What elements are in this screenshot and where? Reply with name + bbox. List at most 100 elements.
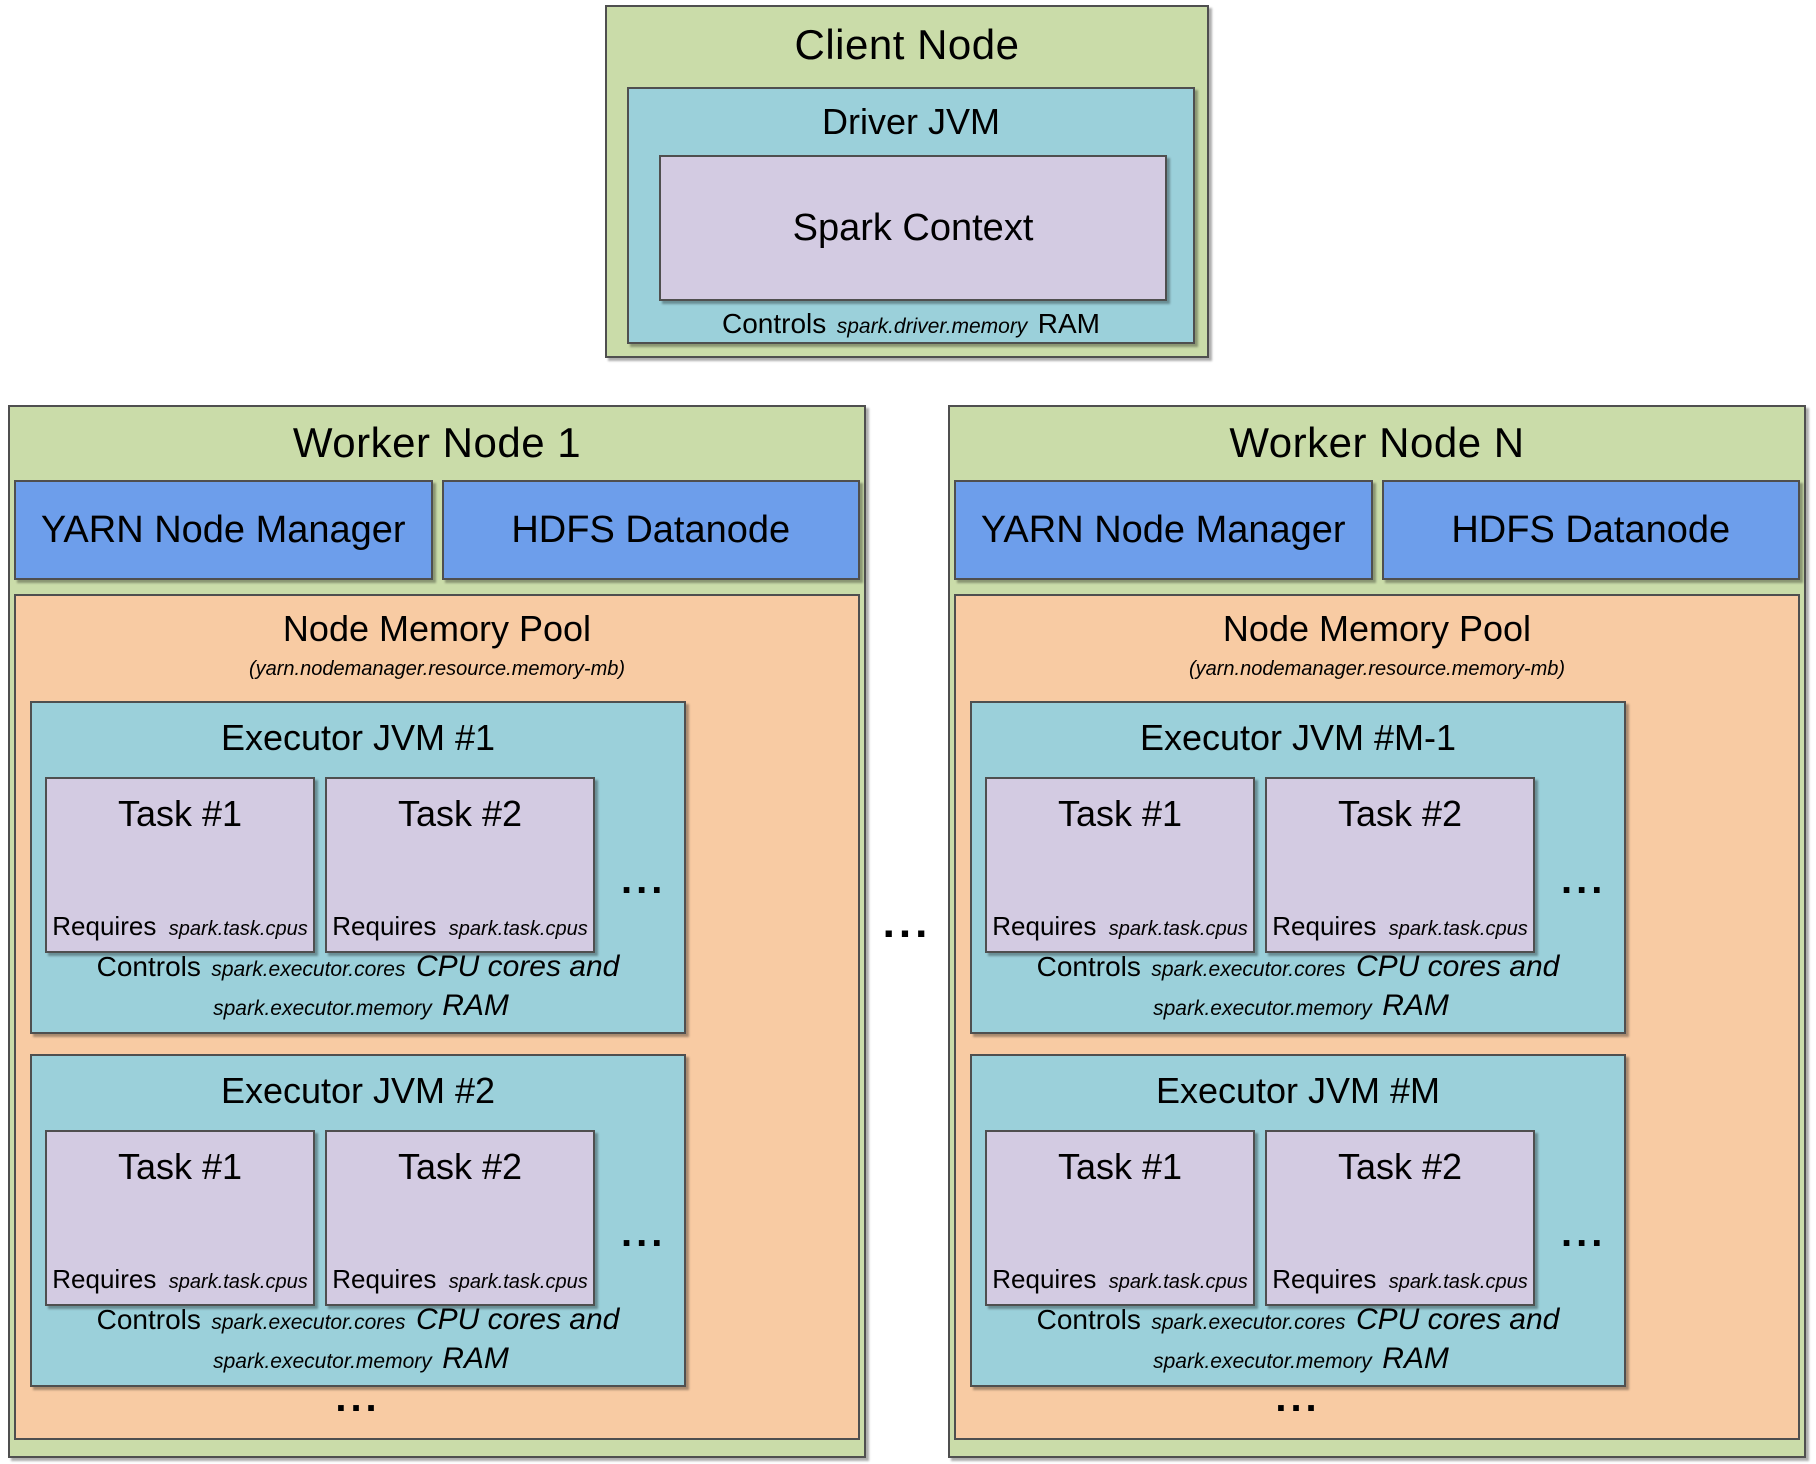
task-title: Task #1 bbox=[117, 1146, 243, 1187]
worker-node-n: Worker Node N YARN Node Manager HDFS Dat… bbox=[948, 405, 1806, 1458]
executor-memory-param: spark.executor.memory bbox=[1153, 997, 1372, 1021]
driver-controls-suffix: RAM bbox=[1037, 308, 1100, 339]
ram-text: RAM bbox=[442, 1342, 509, 1376]
requires-label: Requires bbox=[52, 911, 157, 941]
requires-label: Requires bbox=[332, 911, 437, 941]
executor-controls-note: Controls spark.executor.cores CPU cores … bbox=[972, 1300, 1624, 1379]
task: Task #2 Requires spark.task.cpus bbox=[1265, 777, 1535, 953]
executor-controls-note: Controls spark.executor.cores CPU cores … bbox=[32, 1300, 684, 1379]
pool-title: Node Memory Pool bbox=[282, 608, 592, 649]
task-cpus-param: spark.task.cpus bbox=[1388, 918, 1528, 940]
node-memory-pool: Node Memory Pool (yarn.nodemanager.resou… bbox=[954, 594, 1800, 1440]
task: Task #1 Requires spark.task.cpus bbox=[45, 1130, 315, 1306]
task: Task #2 Requires spark.task.cpus bbox=[325, 1130, 595, 1306]
task-title: Task #2 bbox=[397, 1146, 523, 1187]
executor-jvm: Executor JVM #M Task #1 Requires spark.t… bbox=[970, 1054, 1626, 1387]
executor-jvm: Executor JVM #M-1 Task #1 Requires spark… bbox=[970, 701, 1626, 1034]
cpu-cores-text: CPU cores and bbox=[1355, 949, 1560, 983]
workers-gap-ellipsis: ... bbox=[882, 898, 932, 947]
controls-label: Controls bbox=[1036, 950, 1141, 982]
node-memory-pool: Node Memory Pool (yarn.nodemanager.resou… bbox=[14, 594, 860, 1440]
executor-controls-line-2: spark.executor.memory RAM bbox=[32, 986, 684, 1026]
task-cpus-param: spark.task.cpus bbox=[448, 1271, 588, 1293]
executor-title: Executor JVM #1 bbox=[220, 717, 496, 758]
task-requires: Requires spark.task.cpus bbox=[987, 911, 1253, 942]
task-cpus-param: spark.task.cpus bbox=[1108, 918, 1248, 940]
services-row: YARN Node Manager HDFS Datanode bbox=[954, 480, 1800, 580]
executor-cores-param: spark.executor.cores bbox=[211, 957, 406, 981]
executor-jvm: Executor JVM #1 Task #1 Requires spark.t… bbox=[30, 701, 686, 1034]
task-cpus-param: spark.task.cpus bbox=[1108, 1271, 1248, 1293]
task: Task #1 Requires spark.task.cpus bbox=[45, 777, 315, 953]
executor-title: Executor JVM #2 bbox=[220, 1070, 496, 1111]
yarn-node-manager: YARN Node Manager bbox=[14, 480, 433, 580]
task-title: Task #2 bbox=[397, 793, 523, 834]
client-node-title: Client Node bbox=[794, 21, 1020, 68]
services-row: YARN Node Manager HDFS Datanode bbox=[14, 480, 860, 580]
task: Task #2 Requires spark.task.cpus bbox=[325, 777, 595, 953]
cpu-cores-text: CPU cores and bbox=[415, 1302, 620, 1336]
tasks-ellipsis: ... bbox=[1561, 1210, 1607, 1255]
requires-label: Requires bbox=[992, 1264, 1097, 1294]
requires-label: Requires bbox=[332, 1264, 437, 1294]
ram-text: RAM bbox=[442, 989, 509, 1023]
controls-label: Controls bbox=[1036, 1303, 1141, 1335]
ram-text: RAM bbox=[1382, 989, 1449, 1023]
cpu-cores-text: CPU cores and bbox=[1355, 1302, 1560, 1336]
executor-controls-note: Controls spark.executor.cores CPU cores … bbox=[32, 947, 684, 1026]
task-requires: Requires spark.task.cpus bbox=[987, 1264, 1253, 1295]
pool-ellipsis: ... bbox=[1275, 1376, 1321, 1420]
task-requires: Requires spark.task.cpus bbox=[1267, 911, 1533, 942]
requires-label: Requires bbox=[1272, 1264, 1377, 1294]
tasks-ellipsis: ... bbox=[621, 857, 667, 902]
client-node: Client Node Driver JVM Spark Context Con… bbox=[605, 5, 1209, 358]
worker-node-title: Worker Node 1 bbox=[292, 419, 582, 466]
task: Task #2 Requires spark.task.cpus bbox=[1265, 1130, 1535, 1306]
yarn-node-manager: YARN Node Manager bbox=[954, 480, 1373, 580]
tasks-row: Task #1 Requires spark.task.cpus Task #2… bbox=[45, 1130, 680, 1306]
task: Task #1 Requires spark.task.cpus bbox=[985, 777, 1255, 953]
executor-controls-line-2: spark.executor.memory RAM bbox=[32, 1339, 684, 1379]
requires-label: Requires bbox=[992, 911, 1097, 941]
executor-controls-line-1: Controls spark.executor.cores CPU cores … bbox=[972, 947, 1624, 987]
tasks-row: Task #1 Requires spark.task.cpus Task #2… bbox=[985, 777, 1620, 953]
worker-node-title: Worker Node N bbox=[1229, 419, 1525, 466]
executor-title: Executor JVM #M bbox=[1155, 1070, 1441, 1111]
task-requires: Requires spark.task.cpus bbox=[1267, 1264, 1533, 1295]
pool-subtitle: (yarn.nodemanager.resource.memory-mb) bbox=[1188, 658, 1566, 680]
worker-node-1: Worker Node 1 YARN Node Manager HDFS Dat… bbox=[8, 405, 866, 1458]
hdfs-datanode: HDFS Datanode bbox=[441, 480, 860, 580]
ram-text: RAM bbox=[1382, 1342, 1449, 1376]
executor-controls-line-2: spark.executor.memory RAM bbox=[972, 986, 1624, 1026]
driver-jvm: Driver JVM Spark Context Controls spark.… bbox=[627, 87, 1195, 344]
pool-ellipsis: ... bbox=[335, 1376, 381, 1420]
task-requires: Requires spark.task.cpus bbox=[47, 911, 313, 942]
executor-controls-line-1: Controls spark.executor.cores CPU cores … bbox=[32, 1300, 684, 1340]
task-title: Task #2 bbox=[1337, 793, 1463, 834]
cpu-cores-text: CPU cores and bbox=[415, 949, 620, 983]
controls-label: Controls bbox=[96, 950, 201, 982]
task-requires: Requires spark.task.cpus bbox=[327, 1264, 593, 1295]
task-cpus-param: spark.task.cpus bbox=[168, 1271, 308, 1293]
spark-context-box: Spark Context bbox=[659, 155, 1167, 301]
task-title: Task #2 bbox=[1337, 1146, 1463, 1187]
executor-controls-line-2: spark.executor.memory RAM bbox=[972, 1339, 1624, 1379]
executor-jvm: Executor JVM #2 Task #1 Requires spark.t… bbox=[30, 1054, 686, 1387]
driver-controls-prefix: Controls bbox=[722, 308, 827, 339]
driver-controls-note: Controls spark.driver.memory RAM bbox=[629, 303, 1193, 344]
requires-label: Requires bbox=[1272, 911, 1377, 941]
task-title: Task #1 bbox=[117, 793, 243, 834]
tasks-row: Task #1 Requires spark.task.cpus Task #2… bbox=[985, 1130, 1620, 1306]
requires-label: Requires bbox=[52, 1264, 157, 1294]
driver-jvm-title: Driver JVM bbox=[822, 101, 1000, 142]
driver-memory-param: spark.driver.memory bbox=[836, 315, 1028, 338]
tasks-ellipsis: ... bbox=[1561, 857, 1607, 902]
task-cpus-param: spark.task.cpus bbox=[1388, 1271, 1528, 1293]
task-requires: Requires spark.task.cpus bbox=[327, 911, 593, 942]
hdfs-datanode: HDFS Datanode bbox=[1381, 480, 1800, 580]
spark-context-label: Spark Context bbox=[792, 206, 1034, 249]
task-title: Task #1 bbox=[1057, 793, 1183, 834]
task-cpus-param: spark.task.cpus bbox=[448, 918, 588, 940]
executor-cores-param: spark.executor.cores bbox=[1151, 957, 1346, 981]
